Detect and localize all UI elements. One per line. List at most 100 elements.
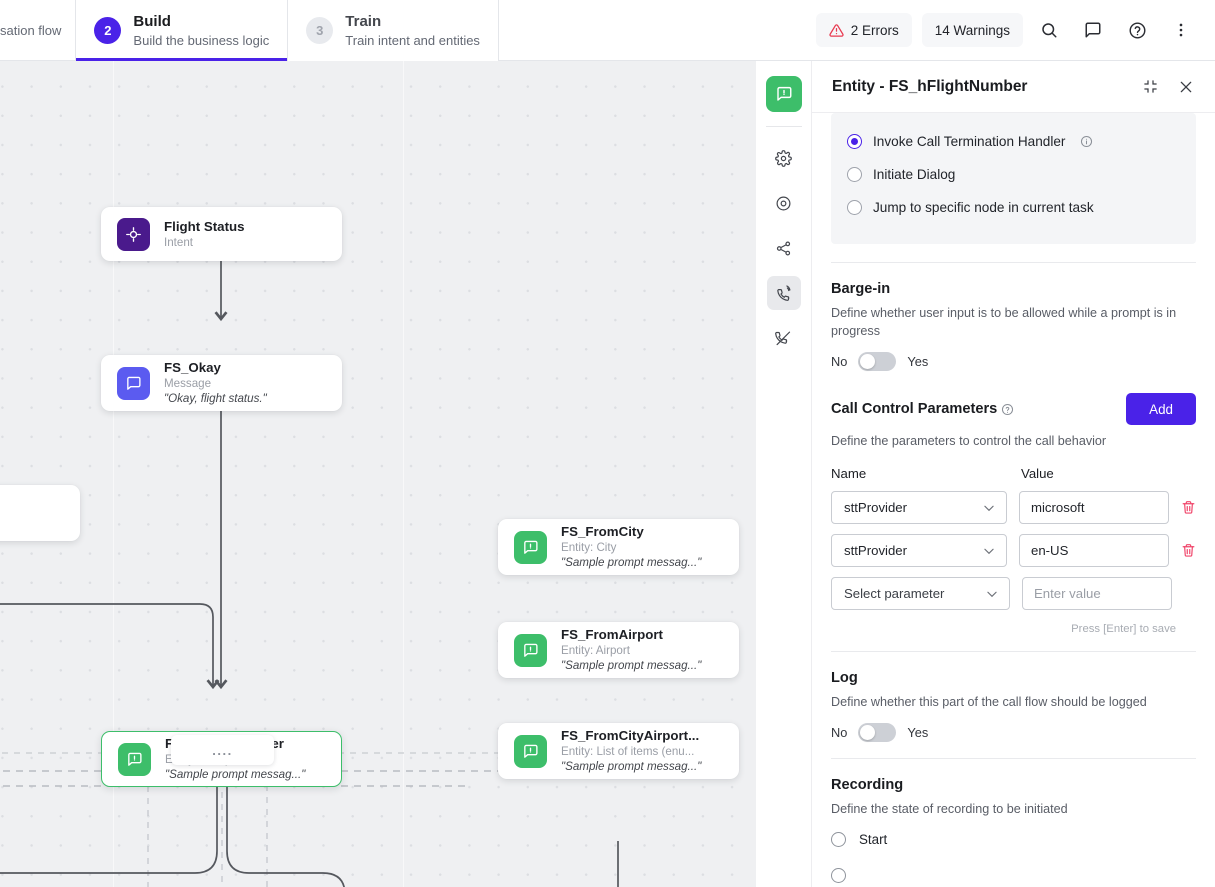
parameter-name-placeholder: Select parameter [844,586,945,601]
flow-node-collapsed-group[interactable]: .... [171,735,274,765]
call-control-parameters-section: Call Control Parameters Add Define the p… [831,393,1196,635]
errors-chip[interactable]: 2 Errors [815,13,912,47]
step-tab-cutoff[interactable]: sation flow [0,0,75,61]
flow-canvas[interactable]: Flight Status Intent FS_Okay Message "Ok… [0,61,756,887]
delete-row-icon[interactable] [1181,543,1196,558]
share-icon[interactable] [767,231,801,265]
flow-node-fs-okay[interactable]: FS_Okay Message "Okay, flight status." [101,355,342,411]
radio-recording-next[interactable] [831,860,1196,887]
warnings-chip[interactable]: 14 Warnings [921,13,1023,47]
node-title: Flight Status [164,218,245,234]
parameter-value-input[interactable] [1019,534,1169,567]
info-icon[interactable] [1001,403,1014,416]
top-bar: sation flow 2 Build Build the business l… [0,0,1215,61]
help-icon[interactable] [1119,12,1155,48]
call-termination-radio-group: Invoke Call Termination Handler Initiate… [831,113,1196,244]
column-header-value: Value [1021,466,1054,481]
parameter-name-select[interactable]: sttProvider [831,534,1007,567]
toggle-knob [860,725,876,740]
step-badge-build: 2 [94,17,122,44]
close-icon[interactable] [1173,74,1199,100]
more-vertical-icon[interactable] [1163,12,1199,48]
node-title: FS_FromCity [561,524,644,539]
radio-label: Invoke Call Termination Handler [873,134,1066,149]
flow-node-fs-fromcity[interactable]: FS_FromCity Entity: City "Sample prompt … [498,519,739,575]
wizard-steps: sation flow 2 Build Build the business l… [0,0,499,61]
log-title: Log [831,670,858,686]
radio-invoke-call-termination-handler[interactable]: Invoke Call Termination Handler [847,125,1180,158]
node-subtitle: Entity: List of items (enu... [561,745,695,758]
gear-icon[interactable] [767,141,801,175]
entity-node-icon[interactable] [765,76,802,112]
radio-indicator [847,167,862,182]
radio-indicator [831,831,846,847]
log-description: Define whether this part of the call flo… [831,695,1147,709]
flow-node-fs-fromcityairport[interactable]: FS_FromCityAirport... Entity: List of it… [498,723,739,779]
chevron-down-icon [985,587,999,601]
node-prompt: "Sample prompt messag..." [561,556,702,569]
barge-in-off-label: No [831,354,848,369]
warnings-chip-label: 14 Warnings [934,22,1010,38]
node-prompt: "Sample prompt messag..." [165,768,306,781]
recording-description: Define the state of recording to be init… [831,802,1068,816]
step-title-train: Train [345,12,382,30]
intent-node-icon [117,217,150,251]
barge-in-description: Define whether user input is to be allow… [831,306,1177,338]
step-subtitle-train: Train intent and entities [345,32,480,48]
step-tab-train[interactable]: 3 Train Train intent and entities [288,0,499,61]
parameter-name-select-new[interactable]: Select parameter [831,577,1010,610]
parameter-value-input[interactable] [1019,491,1169,524]
call-control-icon[interactable] [766,276,801,310]
canvas-band [403,61,404,887]
node-title: FS_FromCityAirport... [561,728,700,743]
canvas-band [113,61,114,887]
errors-chip-label: 2 Errors [850,22,899,38]
comment-icon[interactable] [1075,12,1111,48]
entity-node-icon [514,734,547,768]
search-icon[interactable] [1031,12,1067,48]
entity-node-icon [514,633,547,667]
radio-recording-start[interactable]: Start [831,824,1196,854]
info-icon[interactable] [1080,135,1093,148]
panel-scroll-area[interactable]: Invoke Call Termination Handler Initiate… [812,113,1215,887]
barge-in-section: Barge-in Define whether user input is to… [831,281,1196,371]
recording-title: Recording [831,777,904,793]
parameter-value-input-new[interactable] [1022,577,1172,610]
section-divider [831,262,1196,263]
flow-node-flight-status[interactable]: Flight Status Intent [101,207,342,261]
press-enter-hint: Press [Enter] to save [1071,623,1176,635]
toggle-knob [860,354,876,369]
radio-indicator [831,867,846,883]
chevron-down-icon [982,501,996,515]
radio-label: Start [859,831,888,847]
step-subtitle-build: Build the business logic [133,32,270,48]
barge-in-toggle[interactable] [858,352,897,371]
panel-icon-rail [756,61,812,887]
node-title: FS_Okay [164,360,221,375]
collapse-icon[interactable] [1137,74,1163,100]
radio-initiate-dialog[interactable]: Initiate Dialog [847,158,1180,191]
flow-node-partial-left[interactable] [0,485,80,541]
parameter-name-select[interactable]: sttProvider [831,491,1007,524]
rail-divider [765,126,802,127]
node-subtitle: Message [164,377,212,390]
panel-content: Entity - FS_hFlightNumber [812,61,1215,887]
add-parameter-button[interactable]: Add [1126,393,1196,425]
delete-row-icon[interactable] [1181,500,1196,515]
step-tab-build[interactable]: 2 Build Build the business logic [75,0,289,61]
node-subtitle: Entity: Airport [561,644,630,657]
collapsed-group-label: .... [212,742,233,758]
step-tab-cutoff-label: sation flow [0,23,62,38]
section-divider [831,758,1196,759]
log-toggle[interactable] [858,723,897,742]
radio-jump-to-specific-node[interactable]: Jump to specific node in current task [847,191,1180,224]
section-divider [831,651,1196,652]
table-row: sttProvider [831,491,1196,524]
barge-in-title: Barge-in [831,281,891,297]
disconnect-icon[interactable] [767,321,801,355]
flow-node-fs-fromairport[interactable]: FS_FromAirport Entity: Airport "Sample p… [498,622,739,678]
log-section: Log Define whether this part of the call… [831,670,1196,742]
node-prompt: "Sample prompt messag..." [561,760,702,773]
radio-label: Jump to specific node in current task [873,200,1094,215]
target-icon[interactable] [767,186,801,220]
